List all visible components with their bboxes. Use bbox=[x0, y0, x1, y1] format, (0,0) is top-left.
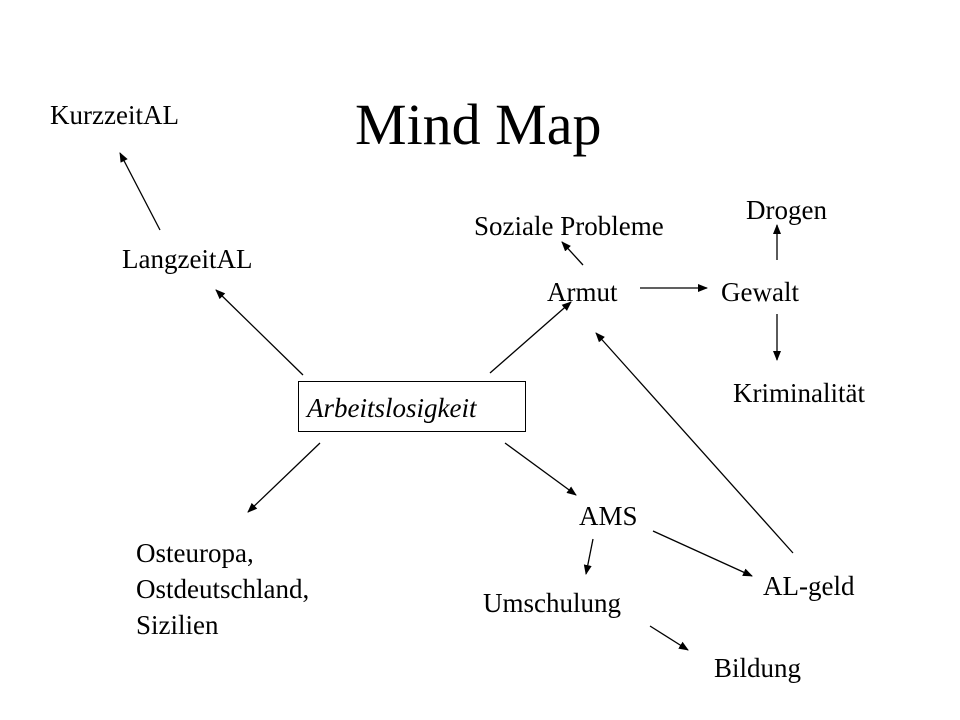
arrow-umschulung-to-bildung bbox=[649, 625, 689, 651]
node-osteuropa-line-1: Osteuropa, bbox=[136, 538, 254, 568]
node-umschulung: Umschulung bbox=[483, 588, 621, 618]
node-gewalt: Gewalt bbox=[721, 277, 799, 307]
arrow-ams-to-algeld bbox=[652, 530, 753, 577]
node-soziale-probleme: Soziale Probleme bbox=[474, 211, 664, 241]
node-armut: Armut bbox=[547, 277, 618, 307]
arrow-ams-to-umschulung bbox=[583, 538, 594, 575]
node-langzeit: LangzeitAL bbox=[122, 244, 253, 274]
node-osteuropa-group: Osteuropa, Ostdeutschland, Sizilien bbox=[136, 535, 309, 643]
node-algeld: AL-geld bbox=[763, 571, 855, 601]
arrow-armut-to-soziale bbox=[561, 241, 584, 266]
node-drogen: Drogen bbox=[746, 195, 827, 225]
node-osteuropa-line-2: Ostdeutschland, bbox=[136, 574, 310, 604]
node-kurzzeit: KurzzeitAL bbox=[50, 100, 179, 130]
arrow-center-to-langzeit bbox=[215, 289, 304, 376]
arrow-langzeit-to-kurzzeit bbox=[119, 152, 161, 231]
arrow-center-to-armut bbox=[489, 301, 572, 374]
page-title: Mind Map bbox=[355, 92, 602, 157]
node-bildung: Bildung bbox=[714, 653, 802, 683]
node-ams: AMS bbox=[579, 501, 638, 531]
arrow-algeld-to-armut bbox=[595, 332, 794, 554]
arrow-center-to-ams bbox=[504, 442, 577, 496]
center-node-label: Arbeitslosigkeit bbox=[307, 393, 477, 423]
node-kriminalitaet: Kriminalität bbox=[733, 378, 865, 408]
node-osteuropa-line-3: Sizilien bbox=[136, 610, 219, 640]
arrow-center-to-osteuropa bbox=[247, 442, 321, 513]
center-node-box bbox=[298, 381, 526, 432]
